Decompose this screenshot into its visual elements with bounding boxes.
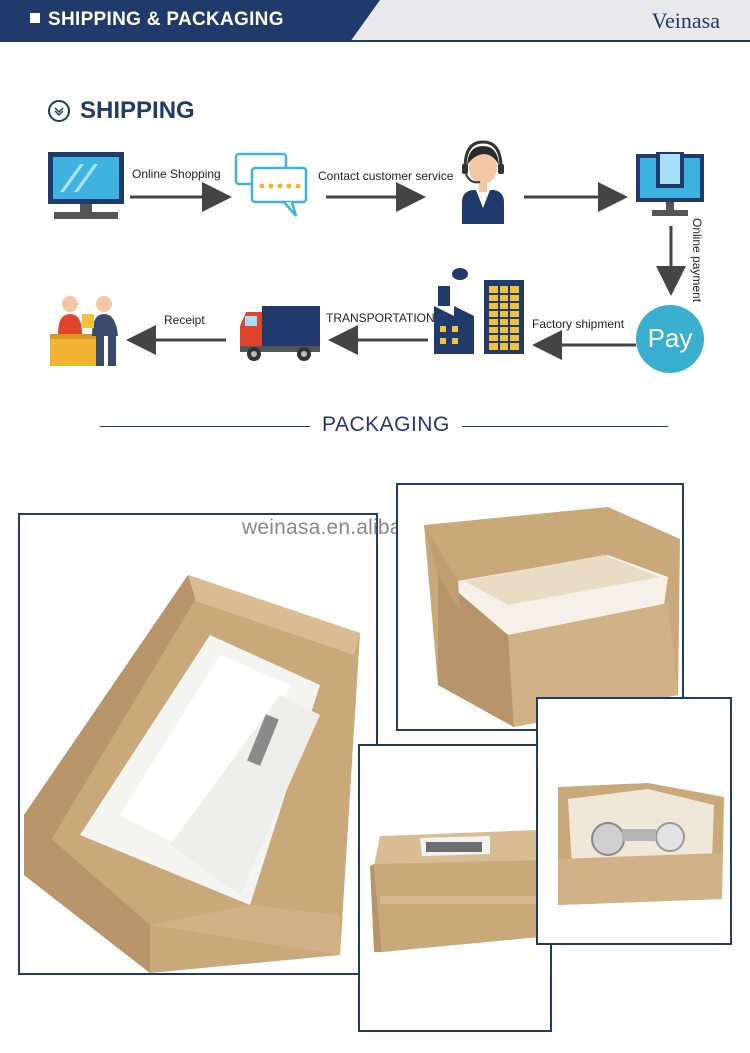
pay-label: Pay xyxy=(647,323,693,353)
receipt-label: Receipt xyxy=(164,313,205,327)
header-title-panel xyxy=(0,0,380,42)
customer-service-icon xyxy=(462,140,504,224)
open-box-foam-image xyxy=(24,575,360,973)
factory-icon xyxy=(434,268,524,354)
online-shopping-label: Online Shopping xyxy=(132,167,221,181)
shipping-title: SHIPPING xyxy=(80,97,195,124)
payment-monitor-icon xyxy=(636,152,704,216)
receipt-people-icon xyxy=(50,296,118,366)
flow-arrows xyxy=(126,182,686,360)
packaging-divider-left xyxy=(100,426,310,427)
square-bullet-icon xyxy=(30,13,40,23)
factory-shipment-label: Factory shipment xyxy=(532,317,625,331)
computer-icon xyxy=(48,152,124,219)
packaging-divider-right xyxy=(462,426,668,427)
transportation-label: TRANSPORTATION xyxy=(326,311,435,325)
box-lamp-parts-image xyxy=(558,783,724,905)
photo-open-box-foam xyxy=(18,513,378,975)
photo-open-box-empty xyxy=(396,483,684,731)
photo-closed-box xyxy=(358,744,552,1032)
chevron-down-circle-icon xyxy=(48,100,70,122)
header-underline xyxy=(0,40,750,42)
contact-service-label: Contact customer service xyxy=(318,169,454,183)
pay-circle: Pay xyxy=(636,305,704,373)
header-title-text: SHIPPING & PACKAGING xyxy=(48,9,284,30)
header-banner: SHIPPING & PACKAGING Veinasa xyxy=(0,0,750,42)
shipping-heading: SHIPPING xyxy=(48,97,195,125)
open-box-empty-image xyxy=(424,507,680,727)
truck-icon xyxy=(240,306,320,361)
chat-bubbles-icon xyxy=(234,152,308,217)
header-title: SHIPPING & PACKAGING xyxy=(30,9,284,31)
photo-box-lamp-parts xyxy=(536,697,732,945)
closed-box-image xyxy=(370,830,550,952)
online-payment-label: Online payment xyxy=(690,218,704,303)
brand-name: Veinasa xyxy=(651,8,720,33)
packaging-title: PACKAGING xyxy=(322,413,450,436)
